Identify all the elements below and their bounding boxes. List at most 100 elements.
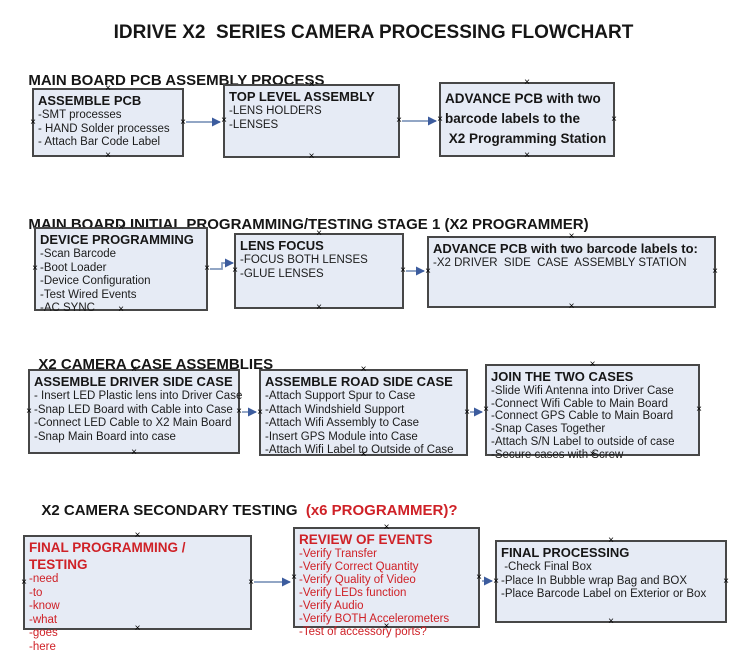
anchor-x-icon: × — [21, 576, 27, 588]
anchor-x-icon: × — [131, 447, 137, 458]
anchor-x-icon: × — [723, 575, 729, 587]
box-item: -Attach Wifi Assembly to Case — [265, 417, 420, 429]
box-item: -Attach Wifi Label to Outside of Case — [265, 444, 454, 456]
anchor-x-icon: × — [476, 571, 482, 583]
box-assemble-driver-side-case[interactable]: ASSEMBLE DRIVER SIDE CASE - Insert LED P… — [26, 365, 243, 458]
box-item: -Verify Audio — [299, 600, 364, 612]
section-heading-red-text: (x6 PROGRAMMER)? — [305, 502, 458, 519]
box-title: ASSEMBLE PCB — [38, 93, 142, 108]
anchor-x-icon: × — [221, 115, 227, 126]
box-item: - Attach Bar Code Label — [38, 136, 161, 148]
box-item: -to — [29, 586, 43, 599]
box-item: -Snap Cases Together — [491, 423, 606, 436]
anchor-x-icon: × — [105, 150, 111, 161]
box-item: -GLUE LENSES — [240, 267, 324, 280]
box-title: ADVANCE PCB with two barcode labels to: — [433, 241, 698, 256]
box-items: -Check Final Box-Place In Bubble wrap Ba… — [501, 561, 721, 602]
box-advance-pcb-to-programming-station[interactable]: ADVANCE PCB with two barcode labels to t… — [437, 78, 617, 161]
box-assemble-road-side-case[interactable]: ASSEMBLE ROAD SIDE CASE -Attach Support … — [257, 365, 470, 460]
anchor-x-icon: × — [425, 266, 431, 277]
anchor-x-icon: × — [712, 266, 718, 277]
anchor-x-icon: × — [30, 116, 36, 128]
anchor-x-icon: × — [696, 404, 702, 415]
connector-arrow — [210, 258, 234, 270]
box-item: -Test Wired Events — [40, 288, 137, 301]
anchor-x-icon: × — [308, 151, 315, 162]
anchor-x-icon: × — [400, 265, 406, 276]
box-final-processing[interactable]: FINAL PROCESSING -Check Final Box-Place … — [493, 536, 729, 627]
box-items: - Insert LED Plastic lens into Driver Ca… — [34, 390, 243, 444]
box-item: -goes — [29, 627, 58, 639]
anchor-x-icon: × — [464, 406, 470, 418]
anchor-x-icon: × — [493, 575, 499, 587]
box-item: -Boot Loader — [40, 261, 107, 274]
box-advance-pcb-to-case-assembly[interactable]: ADVANCE PCB with two barcode labels to: … — [425, 232, 718, 312]
box-item: - HAND Solder processes — [38, 122, 170, 135]
box-item: -Device Configuration — [40, 275, 151, 287]
box-item: -Verify Correct Quantity — [299, 561, 419, 573]
box-item: -Slide Wifi Antenna into Driver Case — [491, 385, 674, 397]
anchor-x-icon: × — [32, 263, 38, 274]
box-item: -Verify LEDs function — [299, 587, 407, 599]
box-items: -SMT processes- HAND Solder processes- A… — [38, 109, 178, 150]
box-item: -LENS HOLDERS — [229, 105, 322, 117]
box-item: -FOCUS BOTH LENSES — [240, 254, 368, 266]
anchor-x-icon: × — [316, 302, 322, 313]
box-item: -Snap Main Board into case — [34, 430, 176, 443]
box-item: -Verify BOTH Accelerometers — [299, 613, 450, 625]
box-review-of-events[interactable]: REVIEW OF EVENTS -Verify Transfer-Verify… — [291, 523, 482, 639]
box-item: -Test of accessory ports? — [299, 626, 427, 638]
box-item: -what — [29, 613, 58, 626]
box-title: ASSEMBLE DRIVER SIDE CASE — [34, 374, 233, 389]
anchor-x-icon: × — [291, 571, 297, 583]
anchor-x-icon: × — [248, 576, 254, 588]
anchor-x-icon: × — [483, 404, 489, 415]
box-item: -Attach Windshield Support — [265, 403, 405, 416]
box-item: - Insert LED Plastic lens into Driver Ca… — [34, 390, 243, 402]
box-items: -Attach Support Spur to Case-Attach Wind… — [265, 390, 462, 458]
box-item: -Snap LED Board with Cable into Case — [34, 403, 233, 416]
box-join-the-two-cases[interactable]: JOIN THE TWO CASES -Slide Wifi Antenna i… — [483, 360, 702, 461]
box-lens-focus[interactable]: LENS FOCUS -FOCUS BOTH LENSES-GLUE LENSE… — [232, 229, 406, 313]
box-title: JOIN THE TWO CASES — [491, 369, 634, 384]
section-heading-camera-case-assemblies: X2 CAMERA CASE ASSEMBLIES — [30, 339, 273, 373]
section-heading-text: X2 CAMERA SECONDARY TESTING — [41, 502, 306, 519]
anchor-x-icon: × — [180, 116, 186, 128]
box-item: -Verify Quality of Video — [299, 574, 416, 586]
box-item: -Check Final Box — [501, 561, 592, 573]
box-final-programming-testing[interactable]: FINAL PROGRAMMING / TESTING -need-to-kno… — [21, 531, 254, 653]
box-items: -need-to-know-what-goes-here — [29, 573, 246, 654]
box-title: TOP LEVEL ASSEMBLY — [229, 89, 375, 104]
box-title: FINAL PROGRAMMING / TESTING — [29, 540, 190, 572]
box-items: -Slide Wifi Antenna into Driver Case-Con… — [491, 385, 694, 461]
anchor-x-icon: × — [396, 115, 402, 126]
anchor-x-icon: × — [608, 616, 614, 627]
box-top-level-assembly[interactable]: TOP LEVEL ASSEMBLY -LENS HOLDERS-LENSES … — [221, 80, 402, 162]
box-item: -X2 DRIVER SIDE CASE ASSEMBLY STATION — [433, 257, 687, 269]
anchor-x-icon: × — [437, 113, 443, 125]
box-item: -Connect LED Cable to X2 Main Board — [34, 417, 232, 429]
box-title: FINAL PROCESSING — [501, 545, 630, 560]
box-assemble-pcb[interactable]: ASSEMBLE PCB -SMT processes- HAND Solder… — [30, 84, 186, 161]
box-title: REVIEW OF EVENTS — [299, 532, 433, 547]
box-item: -Attach S/N Label to outside of case — [491, 435, 675, 448]
box-item: -Connect GPS Cable to Main Board — [491, 410, 674, 423]
box-item: -need — [29, 573, 59, 585]
anchor-x-icon: × — [26, 405, 32, 417]
box-item: -Connect Wifi Cable to Main Board — [491, 397, 669, 410]
box-device-programming[interactable]: DEVICE PROGRAMMING -Scan Barcode-Boot Lo… — [32, 223, 210, 315]
box-items: -Scan Barcode-Boot Loader-Device Configu… — [40, 248, 202, 316]
box-item: -here — [29, 640, 56, 653]
anchor-x-icon: × — [236, 405, 242, 417]
anchor-x-icon: × — [568, 301, 575, 312]
box-items: -LENS HOLDERS-LENSES — [229, 105, 394, 132]
box-title: ADVANCE PCB with two barcode labels to t… — [445, 91, 607, 146]
box-items: -X2 DRIVER SIDE CASE ASSEMBLY STATION — [433, 257, 710, 271]
page-title: IDRIVE X2 SERIES CAMERA PROCESSING FLOWC… — [113, 22, 634, 43]
box-item: -Verify Transfer — [299, 548, 377, 560]
box-item: -AC SYNC — [40, 302, 95, 314]
anchor-x-icon: × — [611, 113, 617, 125]
box-item: -Attach Support Spur to Case — [265, 390, 416, 402]
box-item: -know — [29, 600, 60, 612]
box-title: LENS FOCUS — [240, 238, 324, 253]
